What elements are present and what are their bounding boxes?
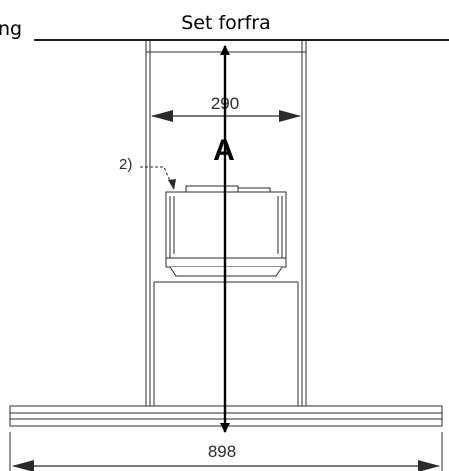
diagram-title: Set forfra [181, 12, 271, 34]
callout-arrowhead [168, 179, 176, 190]
header-left-fragment: ng [0, 18, 22, 40]
total-width-label: 898 [208, 442, 236, 461]
callout-label: 2) [119, 156, 132, 173]
callout-leader [140, 166, 173, 187]
height-marker-label: A [213, 134, 235, 167]
